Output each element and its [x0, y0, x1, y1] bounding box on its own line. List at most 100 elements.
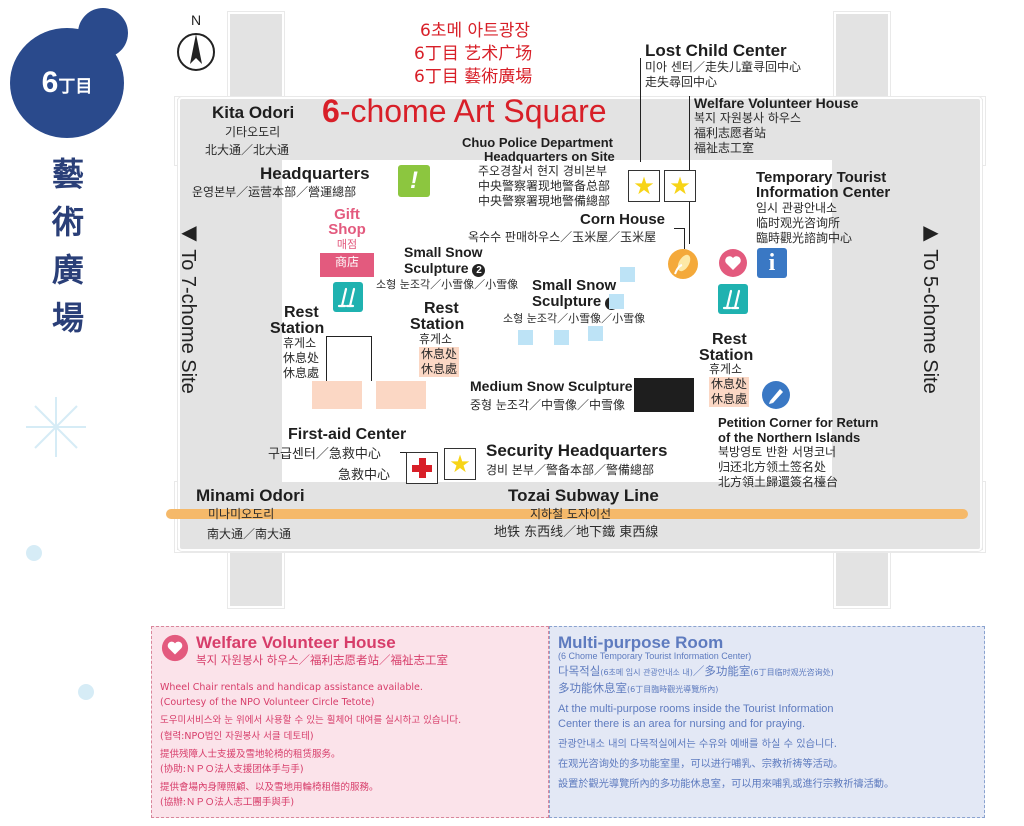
gift-l1: 매점 — [336, 238, 358, 251]
mp-l1b: (6초메 임시 관광안내소 내) — [600, 668, 693, 677]
welfare-l2: 福利志愿者站 — [694, 126, 767, 140]
rest-right-l1: 휴게소 — [709, 362, 743, 376]
side-title-char: 術 — [51, 203, 84, 241]
rest-left-l3: 休息處 — [283, 366, 320, 380]
tourist-sub: 임시 관광안내소 临时观光咨询所 臨時觀光諮詢中心 — [756, 201, 852, 246]
badge-number: 6 — [41, 66, 59, 99]
mp-line: At the multi-purpose rooms inside the To… — [558, 703, 834, 715]
ice-skate-icon — [718, 284, 748, 314]
rest-station-block — [376, 381, 426, 409]
rest-left-en1: Rest — [284, 304, 319, 321]
star-icon: ★ — [664, 170, 696, 202]
sss1-l1: 소형 눈조각／小雪像／小雪像 — [503, 312, 646, 325]
corn-l1: 옥수수 판매하우스／玉米屋／玉米屋 — [468, 230, 657, 244]
petition-en2: of the Northern Islands — [718, 430, 861, 445]
welfare-panel-body: Wheel Chair rentals and handicap assista… — [160, 680, 461, 811]
snow-sculpture-marker — [518, 330, 533, 345]
badge-unit: 丁目 — [58, 77, 93, 96]
police-en1: Chuo Police Department — [462, 135, 613, 150]
multipurpose-info-panel — [549, 626, 985, 818]
info-icon: i — [757, 248, 787, 278]
sss1-en2-text: Sculpture — [532, 293, 602, 310]
rest-right-sub: 휴게소 休息处 休息處 — [709, 362, 750, 407]
district-badge: 6丁目 — [10, 28, 124, 138]
rest-mid-sub: 휴게소 休息处 休息處 — [419, 332, 460, 377]
side-title-char: 藝 — [51, 155, 84, 193]
rest-right-l2: 休息处 — [709, 377, 750, 392]
minami-odori-ko: 미나미오도리 — [208, 507, 275, 521]
tozai-subway-line — [166, 509, 968, 519]
heart-icon — [161, 634, 189, 662]
petition-pen-icon — [762, 381, 790, 409]
mp-l1d: (6丁目临时观光咨询处) — [750, 668, 834, 677]
welfare-line: (협력:NPO법인 자원봉사 서클 데토테) — [160, 730, 314, 742]
mp-l2b: (6丁目臨時觀光導覽所內) — [627, 685, 719, 694]
multipurpose-panel-title: Multi-purpose Room — [558, 633, 724, 652]
rest-mid-l1: 휴게소 — [419, 332, 453, 346]
title-en-text: -chome Art Square — [339, 93, 607, 129]
gift-en2: Shop — [328, 221, 366, 238]
lost-child-l1: 미아 센터／走失儿童寻回中心 — [645, 60, 801, 74]
decor-dot — [26, 545, 42, 561]
welfare-line: 提供残障人士支援及雪地轮椅的租赁服务。 — [160, 748, 341, 760]
welfare-panel-title: Welfare Volunteer House — [196, 633, 396, 652]
welfare-line: 提供會場內身障照顧、以及雪地用輪椅租借的服務。 — [160, 782, 379, 794]
gift-en1: Gift — [334, 206, 360, 223]
welfare-panel-subtitle: 복지 자원봉사 하우스／福利志愿者站／福祉志工室 — [196, 653, 449, 667]
sss2-l1: 소형 눈조각／小雪像／小雪像 — [376, 278, 519, 291]
to-7-chome-label: ◀ To 7-chome Site — [177, 220, 199, 394]
multipurpose-line-1: 다목적실(6초메 임시 관광안내소 내)／多功能室(6丁目临时观光咨询处) — [558, 665, 834, 678]
rest-right-en1: Rest — [712, 331, 747, 348]
rest-left-leader — [326, 336, 372, 381]
side-title: 藝 術 廣 場 — [48, 150, 88, 342]
security-en: Security Headquarters — [486, 441, 668, 460]
compass-label: N — [191, 12, 201, 28]
welfare-line: Wheel Chair rentals and handicap assista… — [160, 682, 423, 693]
welfare-line: (协助:ＮＰＯ法人支援团体手与手) — [160, 764, 304, 776]
welfare-line: 도우미서비스와 눈 위에서 사용할 수 있는 휠체어 대여를 실시하고 있습니다… — [160, 715, 462, 727]
title-zh-tw: 6丁目 藝術廣場 — [414, 67, 533, 87]
side-title-char: 場 — [51, 299, 84, 337]
rest-station-block — [312, 381, 362, 409]
tozai-zh: 地铁 东西线／地下鐵 東西線 — [494, 525, 659, 540]
rest-left-sub: 휴게소 休息处 休息處 — [283, 336, 319, 381]
sss2-en1: Small Snow — [404, 244, 483, 260]
hq-exclamation-icon: ! — [398, 165, 430, 197]
plaza — [282, 160, 832, 482]
to-5-chome-label: ▶ To 5-chome Site — [919, 220, 941, 394]
snow-sculpture-marker — [620, 267, 635, 282]
title-ko: 6초메 아트광장 — [420, 21, 531, 41]
tourist-l2: 临时观光咨询所 — [756, 216, 841, 230]
mp-l1c: ／多功能室 — [692, 664, 751, 678]
first-aid-cross-icon — [406, 452, 438, 484]
tozai-ko: 지하철 도자이선 — [530, 507, 612, 521]
kita-odori-zh: 北大通／北大通 — [205, 143, 290, 157]
rest-mid-en2: Station — [410, 316, 465, 333]
corn-en: Corn House — [580, 211, 666, 228]
police-l2: 中央警察署现地警备总部 — [478, 179, 611, 193]
mp-line: Center there is an area for nursing and … — [558, 718, 806, 730]
welfare-en: Welfare Volunteer House — [694, 95, 859, 111]
rest-left-leader — [326, 336, 327, 380]
medium-snow-sculpture-block — [634, 378, 694, 412]
tourist-l1: 임시 관광안내소 — [756, 201, 838, 215]
lost-child-en: Lost Child Center — [645, 41, 787, 60]
rest-left-l1: 휴게소 — [283, 336, 317, 350]
star-icon: ★ — [628, 170, 660, 202]
tourist-en2: Information Center — [756, 184, 891, 201]
mp-line: 設置於觀光導覽所內的多功能休息室，可以用來哺乳或進行宗教祈禱活動。 — [558, 779, 895, 790]
gift-shop-block: 商店 — [320, 253, 374, 277]
heart-icon — [719, 249, 747, 277]
multipurpose-panel-subtitle: (6 Chome Temporary Tourist Information C… — [558, 651, 752, 661]
petition-sub: 북방영토 반환 서명코너 归还北方领土签名处 北方領土歸還簽名檯台 — [718, 445, 838, 490]
tourist-en1: Temporary Tourist — [756, 169, 887, 186]
minami-odori-zh: 南大通／南大通 — [207, 527, 292, 541]
lost-child-l2: 走失尋回中心 — [645, 75, 718, 89]
police-sub: 주오경찰서 현지 경비본부 中央警察署现地警备总部 中央警察署現地警備總部 — [478, 164, 610, 209]
petition-l2: 归还北方领土签名处 — [718, 460, 827, 474]
firstaid-l2: 急救中心 — [338, 468, 391, 483]
title-en: 6-chome Art Square — [322, 93, 607, 129]
corn-leader — [674, 228, 685, 249]
title-zh-cn: 6丁目 艺术广场 — [414, 44, 533, 64]
medium-l1: 중형 눈조각／中雪像／中雪像 — [470, 398, 626, 412]
